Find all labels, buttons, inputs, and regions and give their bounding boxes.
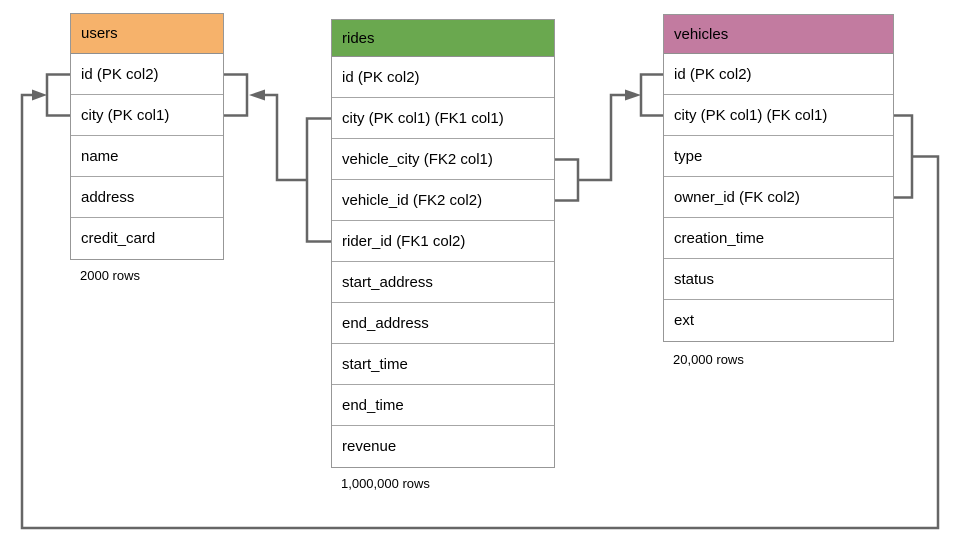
table-rides-rowcount: 1,000,000 rows <box>341 476 430 491</box>
table-rides-row-id: id (PK col2) <box>332 57 554 98</box>
table-rides-row-start-time: start_time <box>332 344 554 385</box>
table-users-row-address: address <box>71 177 223 218</box>
table-rides-row-revenue: revenue <box>332 426 554 467</box>
rides-right-bracket <box>553 158 580 202</box>
table-rides-row-end-address: end_address <box>332 303 554 344</box>
table-vehicles-row-owner-id: owner_id (FK col2) <box>664 177 893 218</box>
arrowhead-into-users-right <box>249 89 265 101</box>
vehicles-left-bracket <box>639 73 663 117</box>
table-users-header: users <box>71 14 223 54</box>
table-vehicles-row-type: type <box>664 136 893 177</box>
table-rides-row-end-time: end_time <box>332 385 554 426</box>
connector-rides-to-users <box>222 73 331 243</box>
table-rides-row-rider-id: rider_id (FK1 col2) <box>332 221 554 262</box>
table-vehicles-row-ext: ext <box>664 300 893 341</box>
table-rides-row-start-address: start_address <box>332 262 554 303</box>
table-vehicles-row-status: status <box>664 259 893 300</box>
table-users-row-credit-card: credit_card <box>71 218 223 259</box>
users-right-bracket <box>222 73 249 117</box>
rides-to-vehicles-line <box>578 93 625 182</box>
arrowhead-into-vehicles-left <box>625 89 641 101</box>
table-rides-header: rides <box>332 20 554 57</box>
table-vehicles-row-creation-time: creation_time <box>664 218 893 259</box>
rides-to-users-line <box>265 93 307 182</box>
table-users-row-city: city (PK col1) <box>71 95 223 136</box>
vehicles-right-bracket <box>892 114 914 199</box>
table-rides-row-city: city (PK col1) (FK1 col1) <box>332 98 554 139</box>
table-vehicles-row-city: city (PK col1) (FK col1) <box>664 95 893 136</box>
users-left-bracket <box>45 73 70 117</box>
connector-rides-to-vehicles <box>553 73 663 202</box>
table-users-row-id: id (PK col2) <box>71 54 223 95</box>
arrowhead-into-users-left <box>32 89 47 101</box>
rides-left-bracket <box>305 117 331 243</box>
table-vehicles: vehicles id (PK col2) city (PK col1) (FK… <box>663 14 894 342</box>
table-users-row-name: name <box>71 136 223 177</box>
table-rides-row-vehicle-id: vehicle_id (FK2 col2) <box>332 180 554 221</box>
table-vehicles-row-id: id (PK col2) <box>664 54 893 95</box>
table-users: users id (PK col2) city (PK col1) name a… <box>70 13 224 260</box>
table-rides: rides id (PK col2) city (PK col1) (FK1 c… <box>331 19 555 468</box>
table-users-rowcount: 2000 rows <box>80 268 140 283</box>
table-rides-row-vehicle-city: vehicle_city (FK2 col1) <box>332 139 554 180</box>
table-vehicles-rowcount: 20,000 rows <box>673 352 744 367</box>
table-vehicles-header: vehicles <box>664 15 893 54</box>
